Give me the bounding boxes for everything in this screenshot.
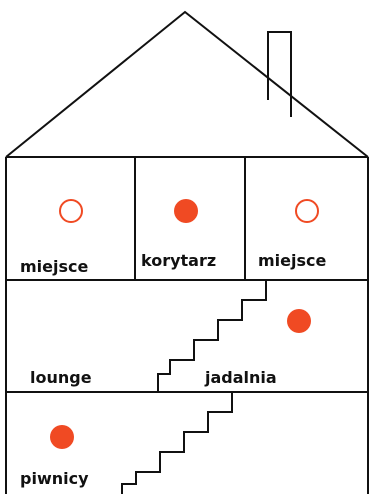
room-label: korytarz <box>141 251 216 270</box>
basement-staircase-icon <box>122 392 232 494</box>
room-label: piwnicy <box>20 469 89 488</box>
room-label: miejsce <box>258 251 327 270</box>
room-label: jadalnia <box>204 368 277 387</box>
roof-outline <box>6 12 368 157</box>
room-label: miejsce <box>20 257 89 276</box>
empty-dot-icon <box>296 200 318 222</box>
empty-dot-icon <box>60 200 82 222</box>
room-label: lounge <box>30 368 92 387</box>
filled-dot-icon <box>50 425 74 449</box>
filled-dot-icon <box>174 199 198 223</box>
filled-dot-icon <box>287 309 311 333</box>
chimney-icon <box>268 32 291 117</box>
